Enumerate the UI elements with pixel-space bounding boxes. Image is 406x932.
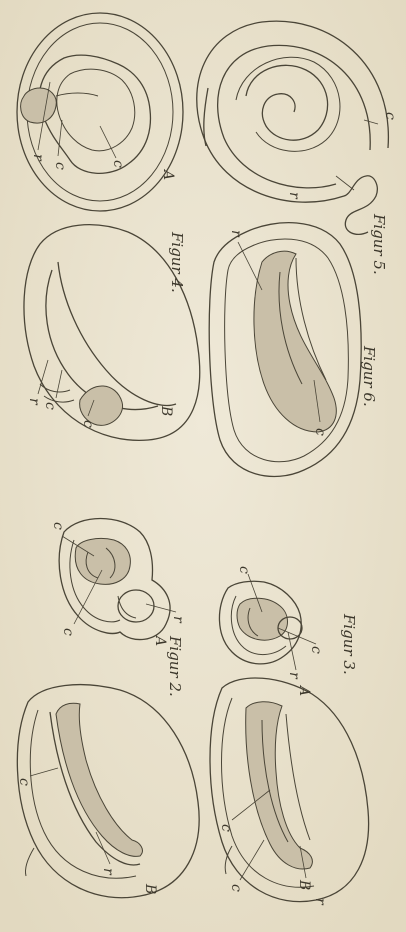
label-B-fig2: B	[142, 883, 158, 894]
caption-figur-3: Figur 3.	[340, 613, 358, 675]
label-c-fig4b-1: c	[42, 402, 58, 410]
label-B-fig3: B	[296, 879, 312, 890]
caption-figur-2: Figur 2.	[166, 635, 184, 697]
label-c-fig3b-2: c	[228, 884, 244, 892]
label-c-fig2b: c	[16, 778, 32, 786]
label-c-fig3b-1: c	[218, 824, 234, 832]
label-c-fig6: c	[312, 428, 328, 436]
label-c-fig5: c	[382, 112, 398, 120]
label-A-fig3: A	[296, 684, 312, 696]
label-B-fig4: B	[158, 405, 174, 416]
label-c-fig3a-2: c	[308, 646, 324, 654]
label-c-fig3a-1: c	[236, 566, 252, 574]
label-c-fig4b-2: c	[80, 420, 96, 428]
label-A-fig2: A	[152, 634, 168, 646]
label-A-fig4: A	[160, 168, 176, 180]
label-c-fig2a-2: c	[60, 628, 76, 636]
label-c-fig4a-2: c	[110, 160, 126, 168]
caption-figur-4: Figur 4.	[168, 231, 186, 293]
label-c-fig4a-1: c	[52, 162, 68, 170]
caption-figur-6: Figur 6.	[360, 345, 378, 407]
label-c-fig2a-1: c	[50, 522, 66, 530]
caption-figur-5: Figur 5.	[370, 213, 388, 275]
